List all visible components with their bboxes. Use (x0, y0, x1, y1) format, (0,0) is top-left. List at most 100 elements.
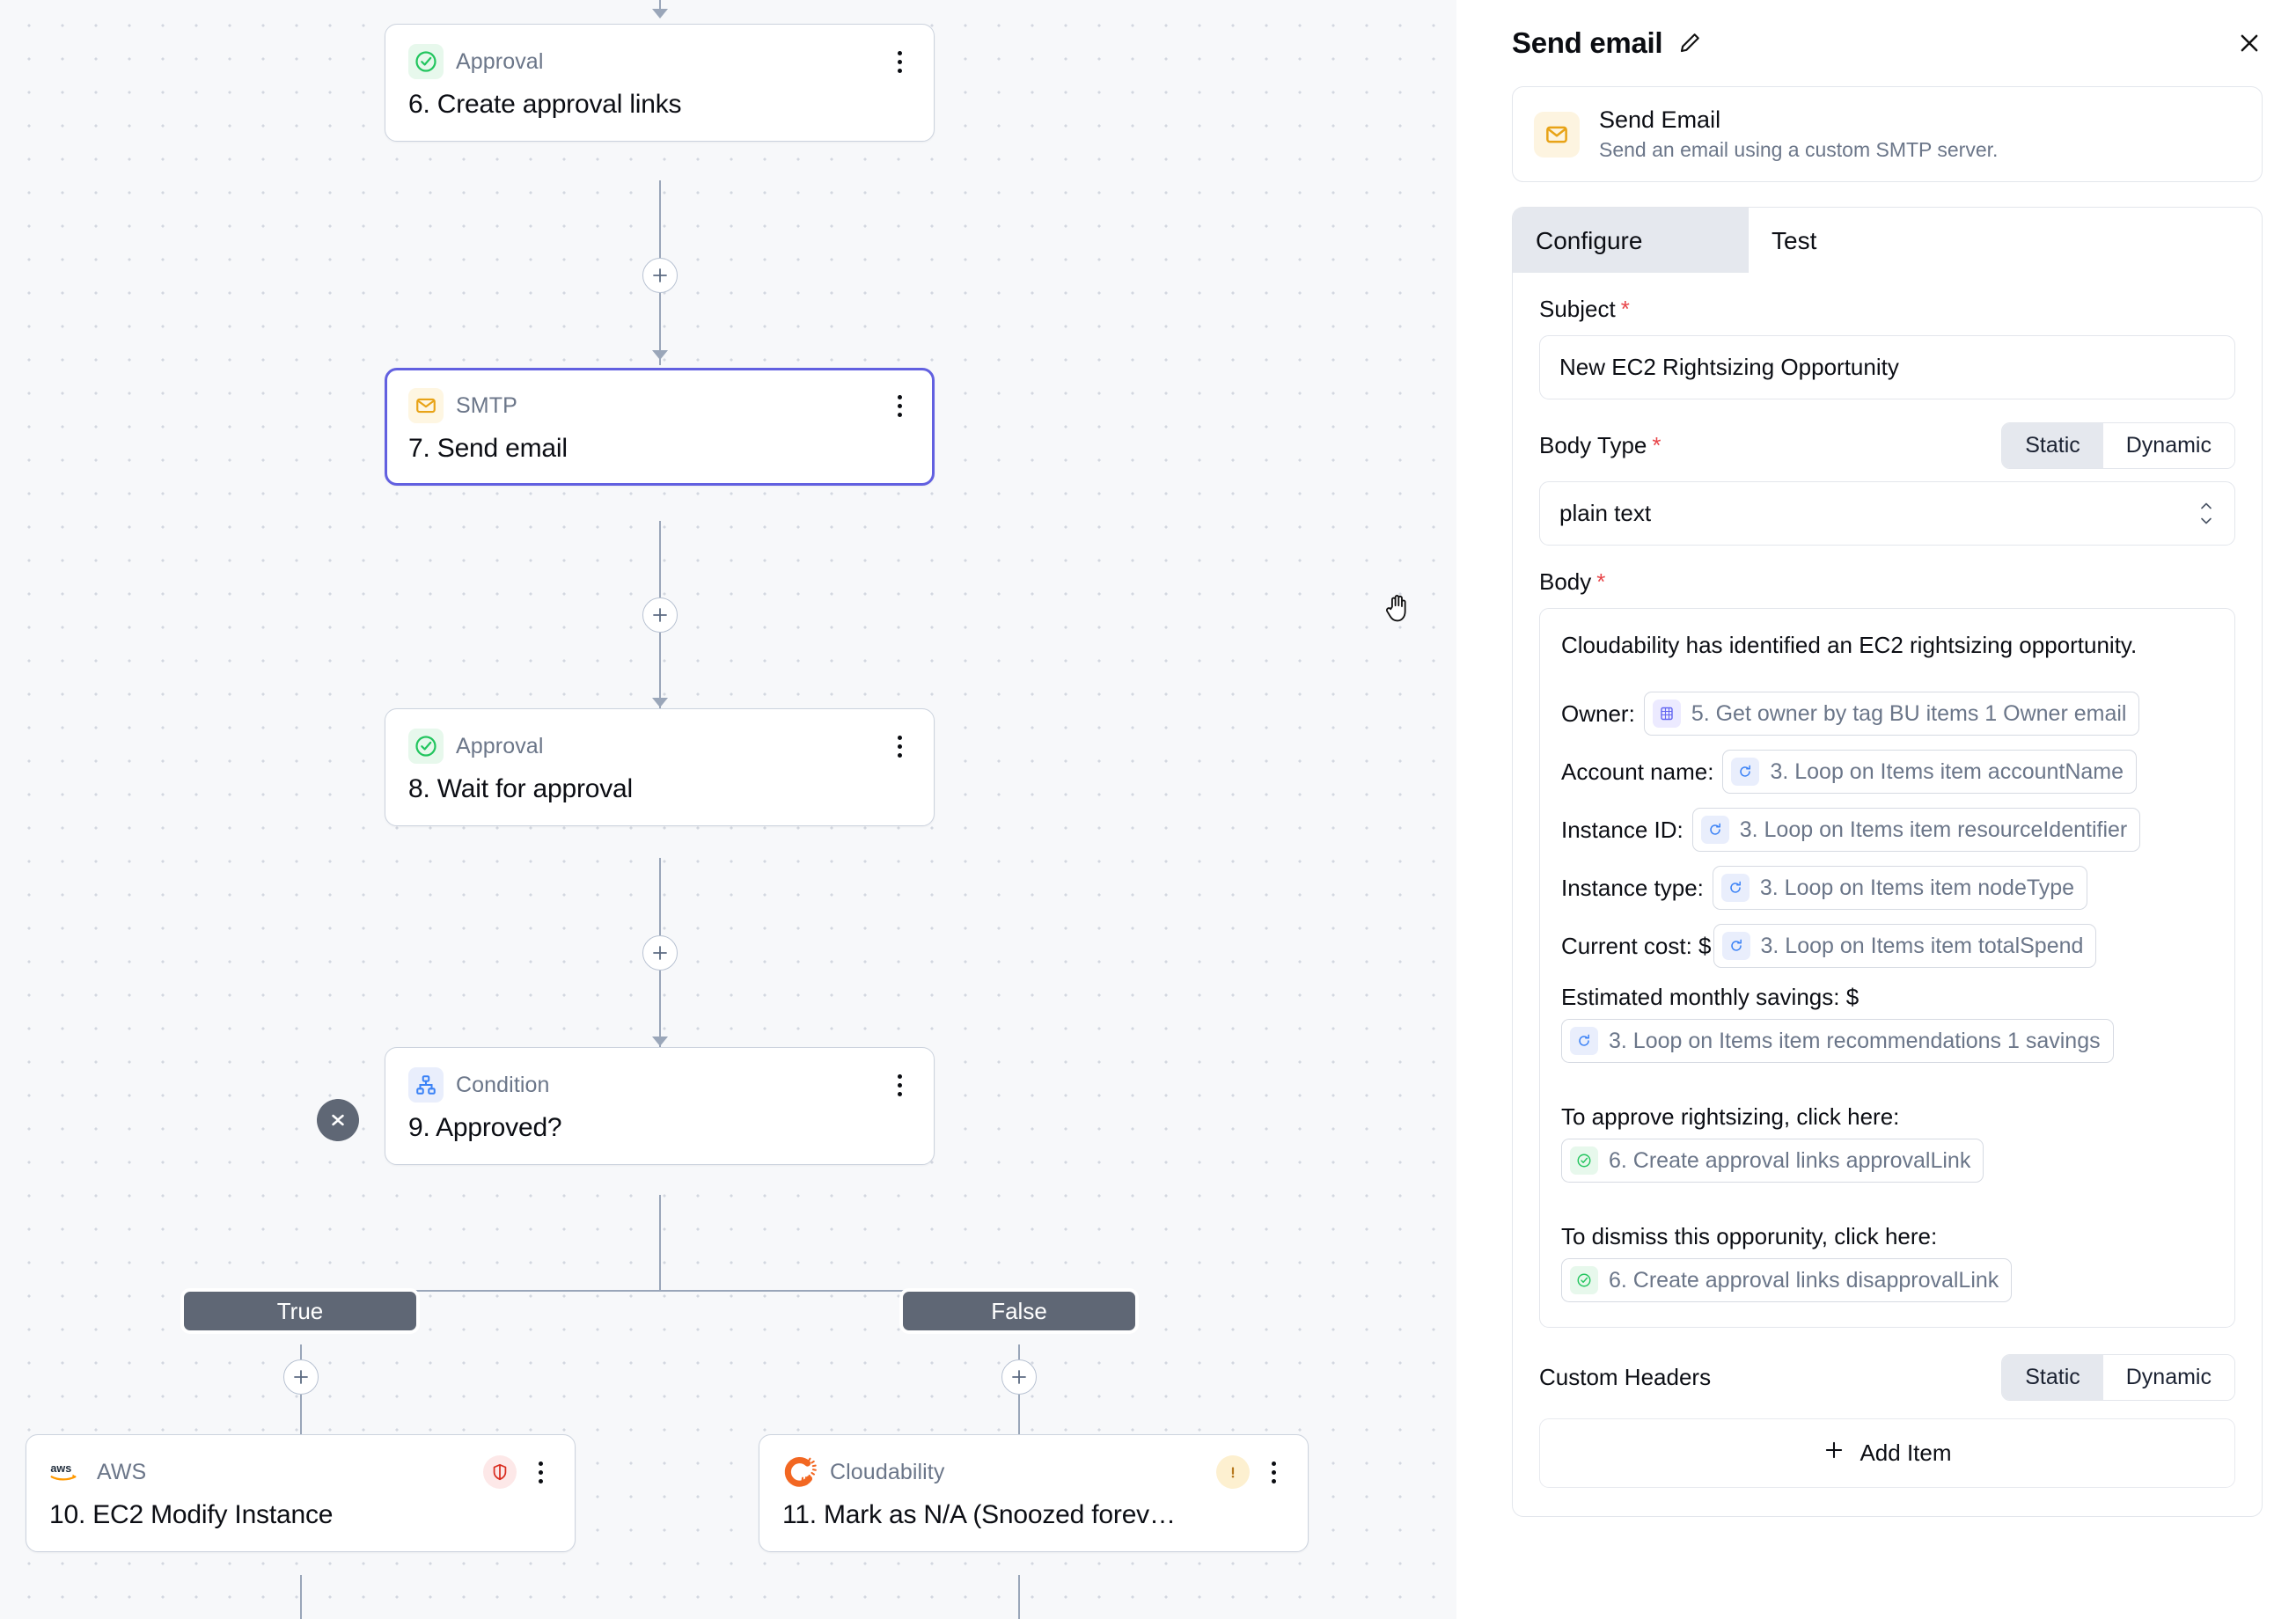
cloudability-logo-icon (782, 1454, 818, 1490)
variable-chip-label: 3. Loop on Items item resourceIdentifier (1739, 817, 2128, 842)
envelope-icon (1534, 111, 1580, 158)
node-menu-button[interactable] (888, 1068, 911, 1102)
pencil-icon[interactable] (1676, 30, 1703, 56)
add-step-button-8-9[interactable] (642, 935, 678, 971)
subject-input[interactable] (1539, 335, 2235, 399)
body-intro-text: Cloudability has identified an EC2 right… (1561, 631, 2138, 658)
body-editor[interactable]: Cloudability has identified an EC2 right… (1539, 608, 2235, 1328)
body-type-label: Body Type (1539, 432, 1647, 458)
workflow-canvas[interactable]: Approval 6. Create approval links SMTP 7… (0, 0, 1456, 1619)
body-row-label: Current cost: $ (1561, 932, 1712, 959)
arrow-head-9 (652, 1037, 668, 1046)
add-step-button-6-7[interactable] (642, 258, 678, 293)
body-row-instance-type: Instance type: 3. Loop on Items item nod… (1561, 866, 2213, 910)
workflow-node-7[interactable]: SMTP 7. Send email (385, 368, 935, 486)
body-type-value: plain text (1559, 500, 1652, 526)
body-type-mode-toggle: Static Dynamic (2001, 422, 2235, 469)
workflow-node-6[interactable]: Approval 6. Create approval links (385, 24, 935, 142)
variable-chip-recommendation-savings[interactable]: 3. Loop on Items item recommendations 1 … (1561, 1019, 2114, 1063)
edge-in-top (659, 0, 661, 12)
required-asterisk: * (1596, 568, 1606, 595)
body-row-label: Account name: (1561, 758, 1714, 785)
body-approve-label: To approve rightsizing, click here: (1561, 1103, 1900, 1130)
variable-chip-label: 3. Loop on Items item nodeType (1759, 875, 2075, 900)
workflow-node-9[interactable]: Condition 9. Approved? (385, 1047, 935, 1165)
page-title: Send email (1512, 26, 1663, 59)
custom-headers-static-option[interactable]: Static (2002, 1355, 2103, 1400)
action-config-panel: Send email Send Email Send an email usin… (1478, 0, 2296, 1619)
body-row-label: Owner: (1561, 700, 1635, 727)
arrow-head-7 (652, 350, 668, 360)
variable-chip-total-spend[interactable]: 3. Loop on Items item totalSpend (1713, 924, 2097, 968)
close-icon[interactable] (2236, 30, 2263, 56)
node-type-label: SMTP (456, 392, 517, 418)
body-type-select[interactable]: plain text (1539, 481, 2235, 546)
node-header: Condition (408, 1067, 911, 1103)
status-badge-error (483, 1455, 517, 1489)
body-savings-row: 3. Loop on Items item recommendations 1 … (1561, 1019, 2213, 1063)
variable-chip-owner-email[interactable]: 5. Get owner by tag BU items 1 Owner ema… (1643, 692, 2140, 736)
check-circle-icon (408, 729, 444, 764)
node-header: aws AWS (49, 1454, 552, 1490)
variable-chip-disapproval-link[interactable]: 6. Create approval links disapprovalLink (1561, 1258, 2013, 1302)
body-type-static-option[interactable]: Static (2002, 423, 2103, 468)
tab-configure[interactable]: Configure (1513, 208, 1749, 273)
branch-icon (408, 1067, 444, 1103)
body-type-dynamic-option[interactable]: Dynamic (2102, 423, 2234, 468)
body-label: Body (1539, 568, 1592, 595)
node-menu-button[interactable] (1262, 1455, 1285, 1489)
body-row-label: Instance type: (1561, 874, 1704, 901)
add-step-button-false[interactable] (1001, 1359, 1037, 1395)
branch-label-false[interactable]: False (899, 1288, 1139, 1334)
add-item-button[interactable]: Add Item (1539, 1418, 2235, 1488)
canvas-panel-divider (1456, 0, 1478, 1619)
node-menu-button[interactable] (888, 389, 911, 422)
branch-label-text: False (991, 1297, 1047, 1324)
workflow-node-11[interactable]: Cloudability 11. Mark as N/A (Snoozed fo… (759, 1434, 1309, 1552)
branch-label-true[interactable]: True (180, 1288, 420, 1334)
node-title: 10. EC2 Modify Instance (49, 1500, 334, 1529)
body-row-label: Instance ID: (1561, 816, 1683, 843)
body-spacer (1561, 1077, 2213, 1102)
variable-chip-approval-link[interactable]: 6. Create approval links approvalLink (1561, 1139, 1984, 1183)
edge-10-down (300, 1575, 302, 1619)
plus-icon (1823, 1439, 1845, 1468)
variable-chip-label: 3. Loop on Items item recommendations 1 … (1609, 1028, 2101, 1053)
variable-chip-label: 3. Loop on Items item accountName (1770, 758, 2124, 784)
envelope-icon (408, 388, 444, 423)
variable-chip-node-type[interactable]: 3. Loop on Items item nodeType (1712, 866, 2088, 910)
body-savings-label: Estimated monthly savings: $ (1561, 983, 1860, 1010)
branch-label-text: True (276, 1297, 324, 1324)
node-header: Approval (408, 729, 911, 764)
loop-icon (1721, 932, 1750, 960)
workflow-node-8[interactable]: Approval 8. Wait for approval (385, 708, 935, 826)
body-row-current-cost: Current cost: $ 3. Loop on Items item to… (1561, 924, 2213, 968)
aws-logo-icon: aws (49, 1454, 84, 1490)
loop-icon (1700, 816, 1729, 844)
body-type-label-row: Body Type * Static Dynamic (1539, 422, 2235, 469)
tab-label: Configure (1536, 227, 1643, 254)
workflow-node-10[interactable]: aws AWS 10. EC2 Modify Instance (26, 1434, 576, 1552)
custom-headers-dynamic-option[interactable]: Dynamic (2102, 1355, 2234, 1400)
add-step-button-true[interactable] (283, 1359, 319, 1395)
action-summary-text: Send Email Send an email using a custom … (1599, 106, 1998, 162)
node-title: 11. Mark as N/A (Snoozed forev… (782, 1500, 1176, 1529)
variable-chip-account-name[interactable]: 3. Loop on Items item accountName (1722, 750, 2138, 794)
variable-chip-label: 6. Create approval links approvalLink (1609, 1147, 1971, 1173)
loop-icon (1731, 758, 1760, 786)
node-menu-button[interactable] (529, 1455, 552, 1489)
node-menu-button[interactable] (888, 45, 911, 78)
grab-hand-cursor (1383, 591, 1413, 629)
tab-test[interactable]: Test (1749, 208, 1984, 273)
node-type-label: AWS (97, 1459, 147, 1484)
collapse-branch-button[interactable] (317, 1099, 359, 1141)
configure-form: Subject * Body Type * Static Dynamic pla… (1512, 273, 2263, 1517)
edge-9-split-stem (659, 1195, 661, 1292)
arrow-head-8 (652, 698, 668, 707)
variable-chip-resource-identifier[interactable]: 3. Loop on Items item resourceIdentifier (1691, 808, 2141, 852)
check-circle-icon (1570, 1266, 1598, 1294)
action-summary-card: Send Email Send an email using a custom … (1512, 86, 2263, 182)
add-step-button-7-8[interactable] (642, 597, 678, 633)
node-menu-button[interactable] (888, 729, 911, 763)
